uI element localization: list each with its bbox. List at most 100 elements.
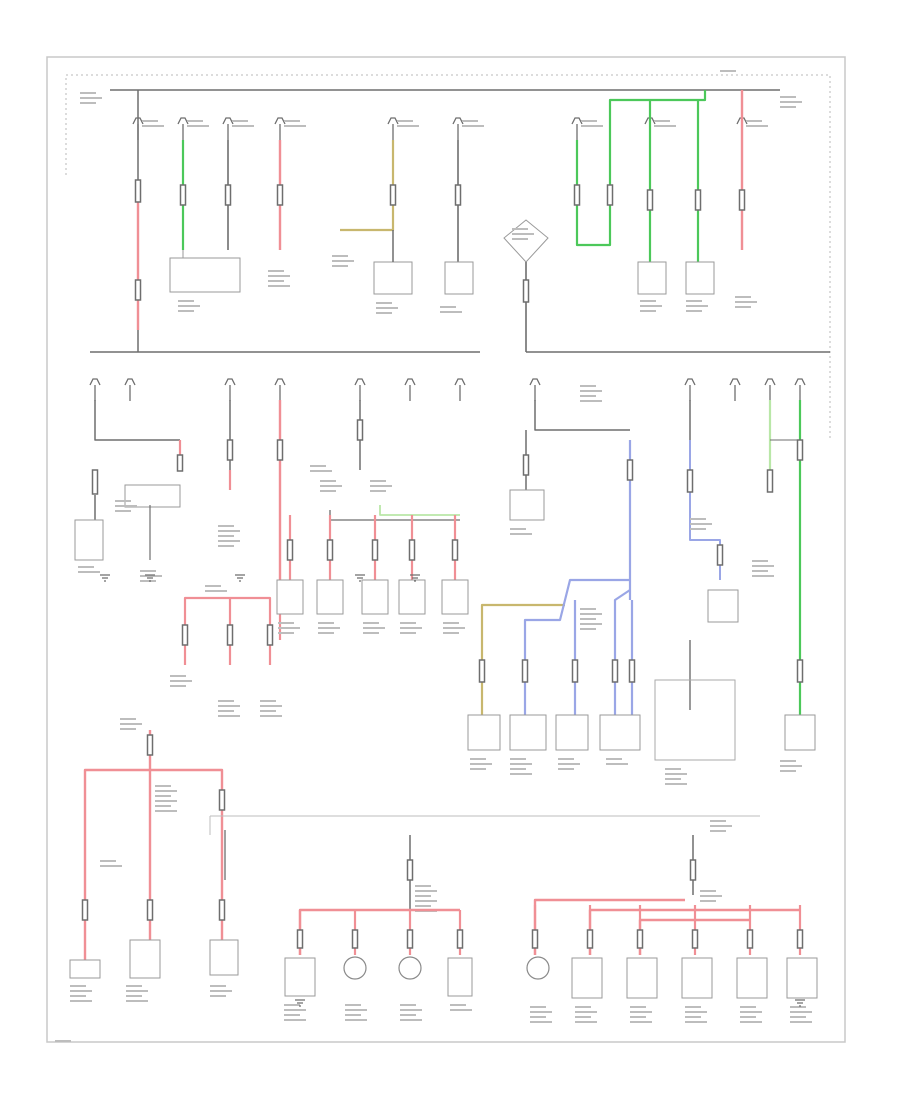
horn-relay-box xyxy=(707,589,739,623)
door-lamp-box-5 xyxy=(786,957,818,999)
component-label xyxy=(780,760,796,762)
component-label xyxy=(581,120,597,122)
component-label xyxy=(685,1016,701,1018)
connector-plug xyxy=(586,929,594,949)
component-label xyxy=(400,1014,416,1016)
component-label xyxy=(345,1019,367,1021)
connector-plug xyxy=(531,929,539,949)
component-label xyxy=(332,255,348,257)
green-wire-cluster xyxy=(575,90,707,247)
component-label xyxy=(70,1000,92,1002)
component-label xyxy=(630,1006,646,1008)
component-label xyxy=(345,1009,367,1011)
lamp-box xyxy=(316,579,344,615)
connector-plug xyxy=(571,659,579,683)
component-label xyxy=(752,570,768,572)
fuse-symbol xyxy=(222,117,234,125)
component-label xyxy=(318,622,334,624)
component-label xyxy=(268,275,290,277)
component-label xyxy=(80,102,96,104)
component-label xyxy=(170,680,192,682)
fuse-symbol xyxy=(124,378,136,386)
component-label xyxy=(376,307,398,309)
component-label xyxy=(55,1040,71,1042)
fuse-symbol xyxy=(274,117,286,125)
component-label xyxy=(232,120,248,122)
component-label xyxy=(415,895,431,897)
stop-lamp-box xyxy=(467,714,501,751)
component-label xyxy=(278,627,300,629)
connector-plug xyxy=(451,539,459,561)
component-label xyxy=(260,700,276,702)
component-label xyxy=(690,528,706,530)
component-label xyxy=(686,305,708,307)
connector-plug xyxy=(636,929,644,949)
component-label xyxy=(170,685,186,687)
component-label xyxy=(370,490,386,492)
component-label xyxy=(400,622,416,624)
connector-plug xyxy=(146,734,154,756)
component-label xyxy=(170,675,186,677)
fuse-symbol xyxy=(454,378,466,386)
park-lamp-box xyxy=(555,714,589,751)
connector-plug xyxy=(478,659,486,683)
component-label xyxy=(100,865,122,867)
component-label xyxy=(415,885,431,887)
dome-box xyxy=(209,939,239,976)
transmission-box xyxy=(129,939,161,979)
fuse-symbol xyxy=(529,378,541,386)
component-label xyxy=(530,1016,546,1018)
connector-plug xyxy=(371,539,379,561)
ground-symbol xyxy=(295,999,305,1007)
lamp-box xyxy=(398,579,426,615)
component-label xyxy=(126,1000,148,1002)
component-label xyxy=(790,1006,806,1008)
connector-plug xyxy=(738,189,746,211)
component-label xyxy=(752,565,774,567)
component-label xyxy=(665,778,681,780)
connector-plug xyxy=(611,659,619,683)
component-label xyxy=(187,120,203,122)
component-label xyxy=(630,1021,652,1023)
fuse-symbol xyxy=(452,117,464,125)
component-label xyxy=(780,106,796,108)
connector-plug xyxy=(689,859,697,881)
component-label xyxy=(700,895,722,897)
power-distribution-center xyxy=(654,679,736,761)
connector-plug xyxy=(406,929,414,949)
connector-plug xyxy=(179,184,187,206)
connector-plug xyxy=(646,189,654,211)
component-label xyxy=(218,710,234,712)
component-label xyxy=(210,995,226,997)
lamp-box xyxy=(361,579,389,615)
component-label xyxy=(397,125,419,127)
component-label xyxy=(140,575,162,577)
component-label xyxy=(710,825,732,827)
ground-symbol xyxy=(410,574,420,582)
component-label xyxy=(205,585,221,587)
component-label xyxy=(558,763,580,765)
component-label xyxy=(284,1004,300,1006)
component-label xyxy=(580,618,596,620)
component-label xyxy=(512,233,534,235)
component-label xyxy=(700,900,716,902)
fuse-symbol xyxy=(387,117,399,125)
component-label xyxy=(685,1011,707,1013)
tail-lamp-box xyxy=(599,714,641,751)
ground-symbol xyxy=(235,574,245,582)
component-label xyxy=(268,285,290,287)
component-label xyxy=(580,400,602,402)
component-label xyxy=(640,300,656,302)
connector-plug xyxy=(181,624,189,646)
component-label xyxy=(752,560,768,562)
component-label xyxy=(581,125,603,127)
connector-plug xyxy=(766,469,774,493)
component-label xyxy=(397,120,413,122)
connector-plug xyxy=(456,929,464,949)
component-label xyxy=(268,270,284,272)
component-label xyxy=(510,768,526,770)
connector-plug xyxy=(626,459,634,481)
component-label xyxy=(686,310,702,312)
component-label xyxy=(363,627,385,629)
module-box xyxy=(444,261,474,295)
